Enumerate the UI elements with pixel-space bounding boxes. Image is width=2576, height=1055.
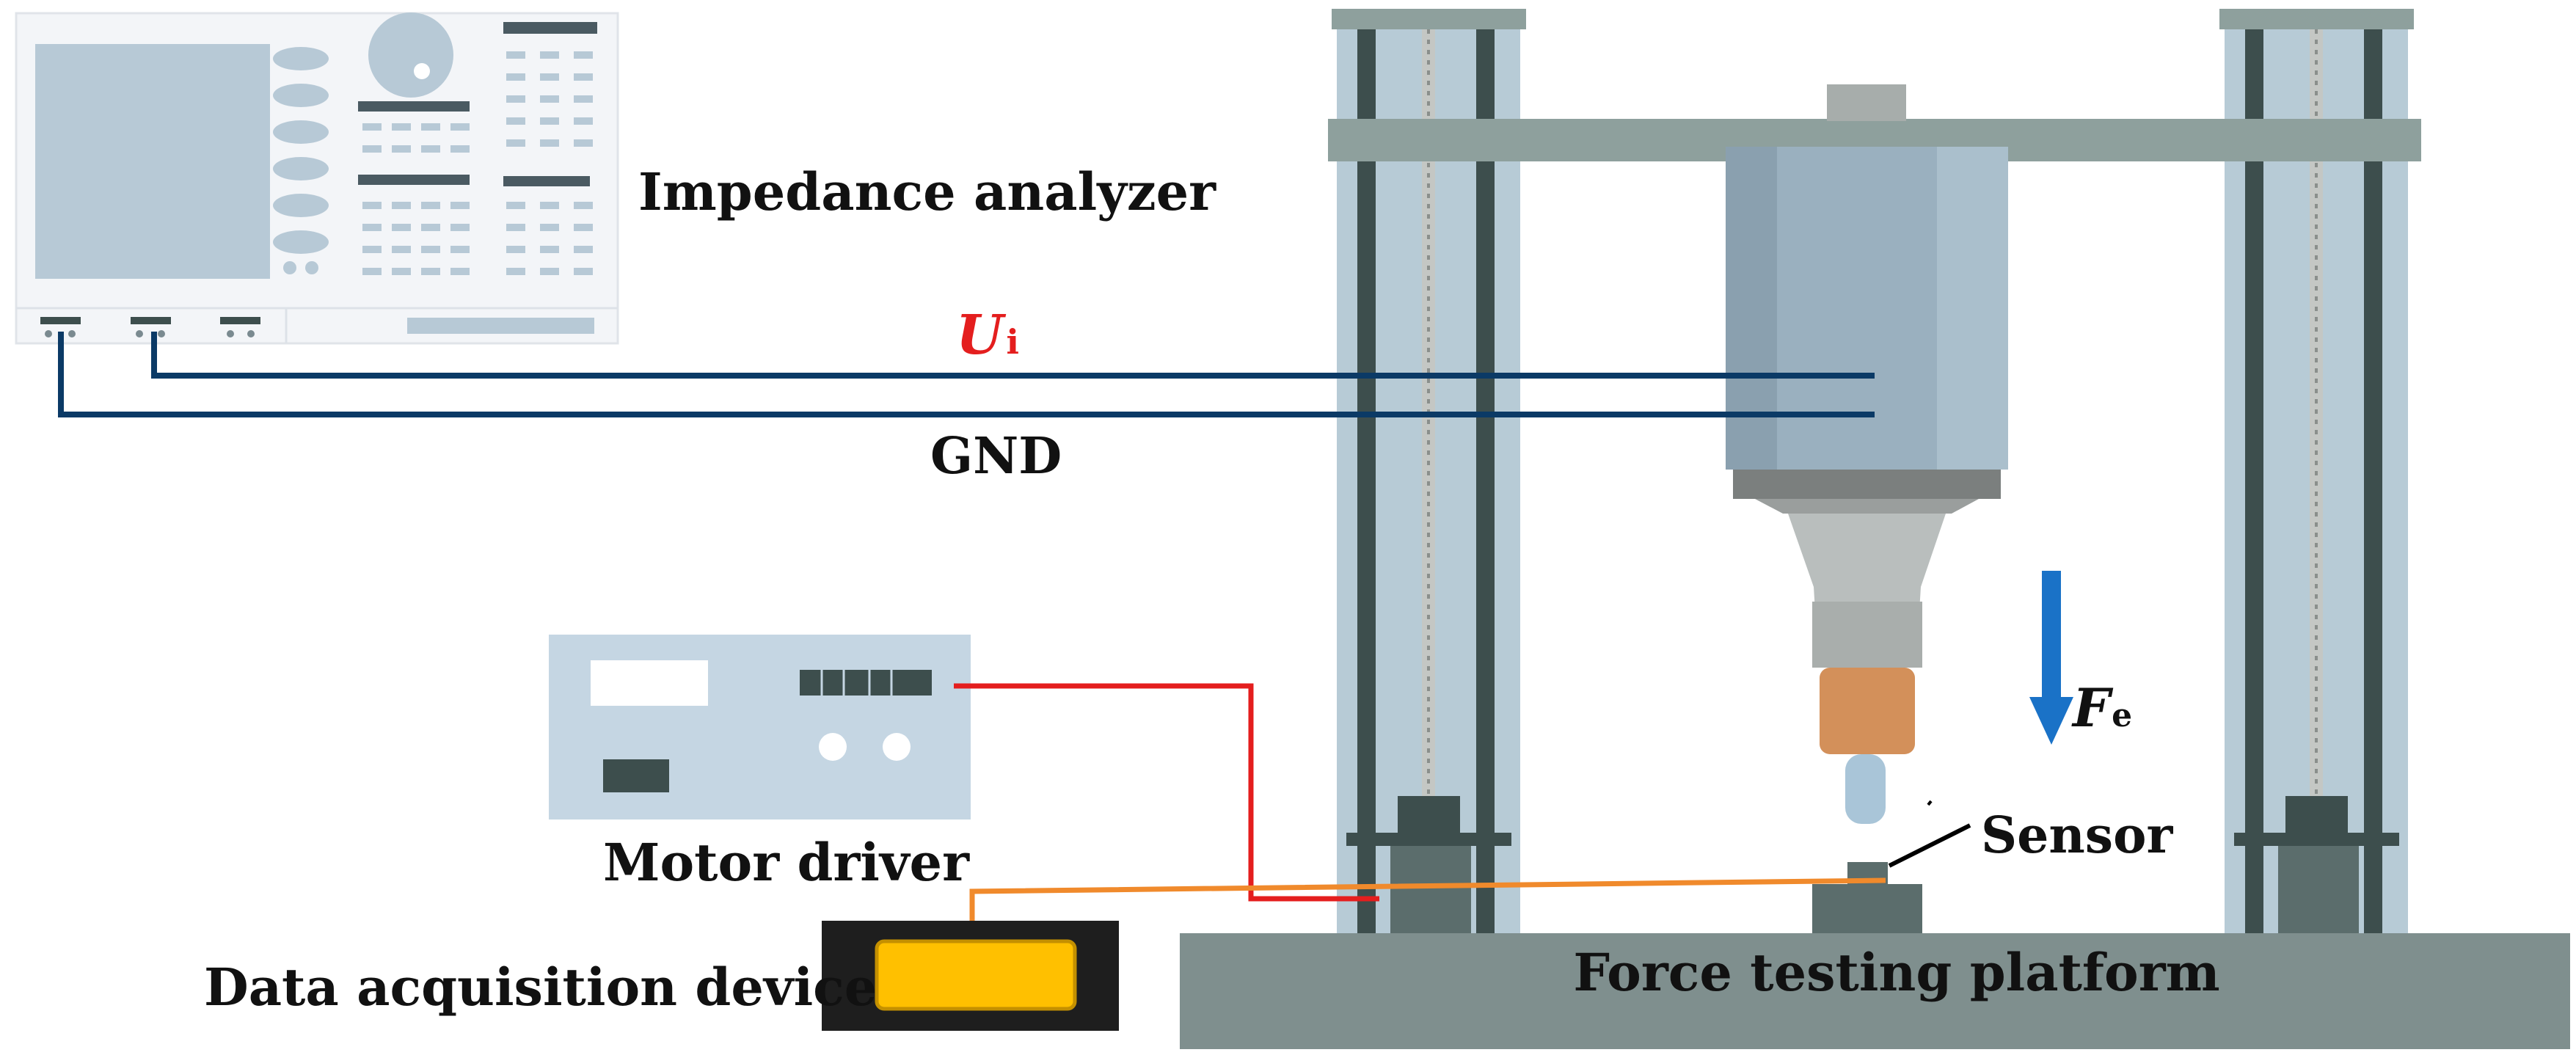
analyzer-terminals — [40, 317, 260, 337]
ui-signal-wire — [151, 332, 1875, 379]
horn-tip — [1820, 668, 1915, 754]
daq-wire — [969, 877, 1886, 921]
gnd-label: GND — [930, 427, 1062, 486]
test-frame — [1328, 9, 2421, 939]
signal-wires — [58, 332, 1971, 921]
data-acquisition-label: Data acquisition device — [204, 957, 877, 1018]
data-acquisition-box — [822, 921, 1119, 1031]
gnd-wire — [58, 332, 1875, 417]
voltage-label: Ui — [956, 304, 1019, 367]
ultrasonic-transducer — [1726, 147, 2008, 824]
force-sensor — [1812, 862, 1922, 939]
force-arrow-icon — [2029, 571, 2073, 745]
motor-driver-label: Motor driver — [603, 832, 970, 893]
force-platform-label: Force testing platform — [1573, 942, 2219, 1003]
motor-driver-box — [549, 635, 971, 819]
force-label: Fe — [2071, 676, 2132, 739]
impedance-analyzer-label: Impedance analyzer — [638, 161, 1216, 222]
impedance-analyzer-instrument — [15, 12, 619, 345]
sensor-label: Sensor — [1981, 806, 2173, 865]
force-testing-platform — [1180, 933, 2570, 1049]
tool-tip — [1845, 754, 1886, 824]
motor-driver-wire — [954, 683, 1379, 902]
sensor-leader-line — [1888, 823, 1971, 868]
analyzer-screen — [35, 44, 270, 279]
dial-knob — [368, 12, 453, 98]
